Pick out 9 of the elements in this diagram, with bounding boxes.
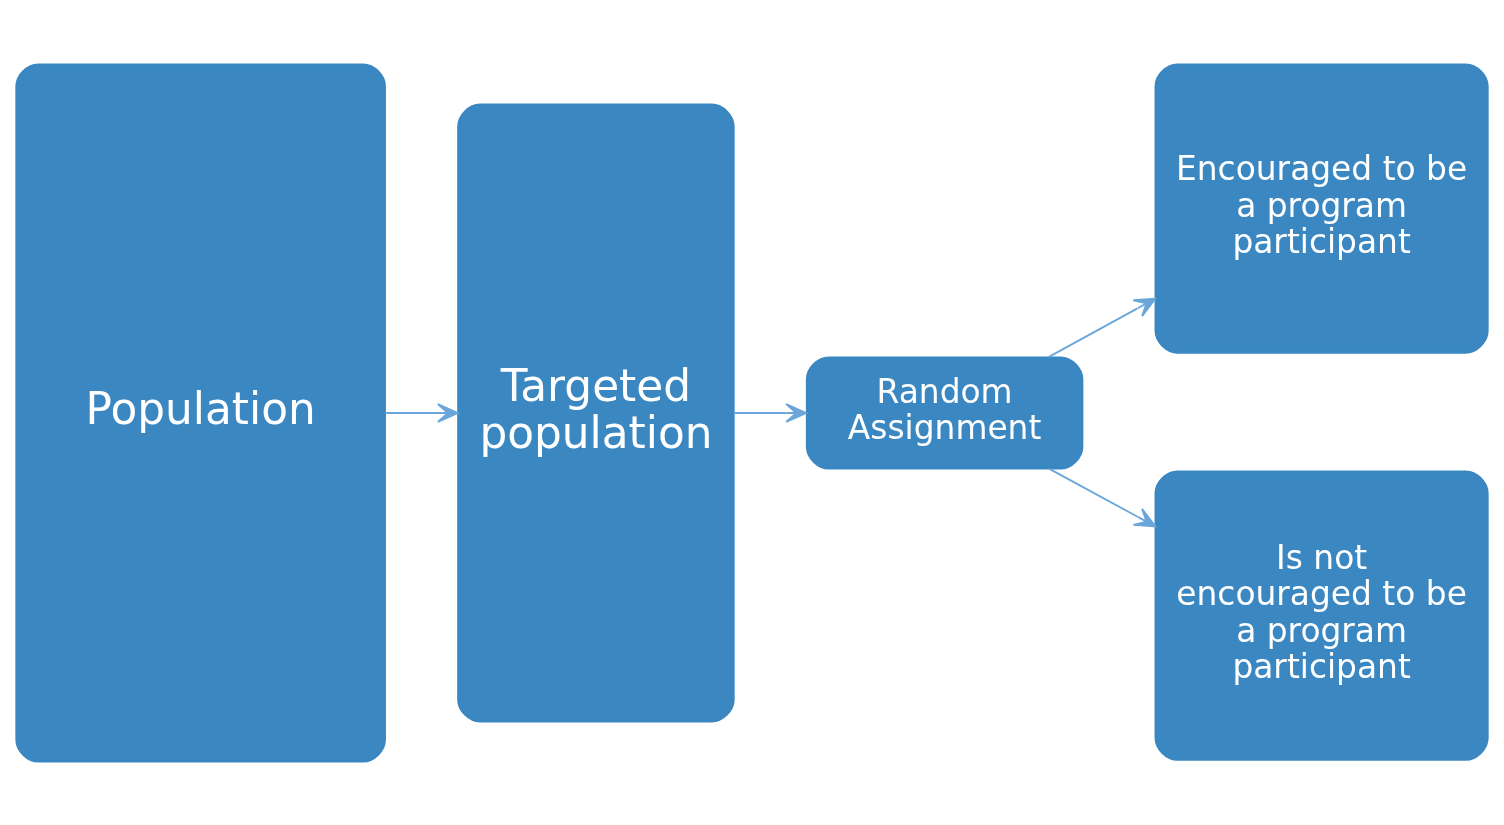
- arrow: [733, 402, 808, 423]
- node-box: Targeted population: [457, 103, 735, 722]
- arrow: [1047, 297, 1157, 358]
- node-box: Is not encouraged to be a program participant: [1154, 470, 1489, 761]
- node-box: Encouraged to be a program participant: [1154, 62, 1489, 354]
- node-box: Random Assignment: [805, 355, 1084, 470]
- node-box: Population: [15, 62, 386, 763]
- arrow: [384, 402, 459, 423]
- arrow: [1048, 467, 1157, 527]
